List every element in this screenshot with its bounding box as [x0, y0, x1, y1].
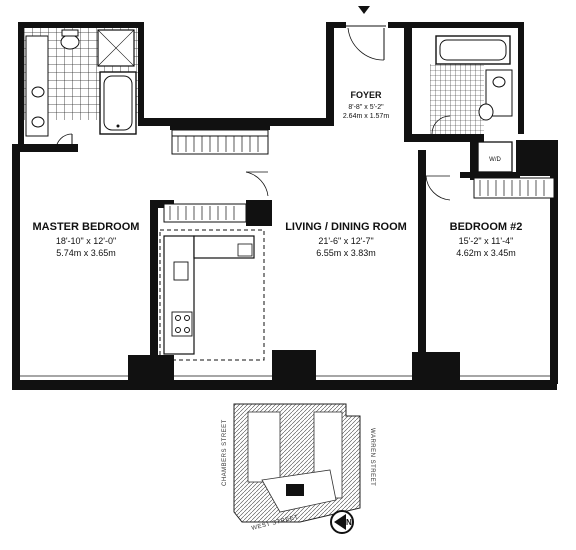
washer-dryer: W/D	[477, 141, 513, 173]
closets	[163, 129, 555, 223]
warren-street-label: WARREN STREET	[369, 428, 375, 486]
vanity	[25, 35, 49, 137]
toilet	[60, 34, 80, 50]
bedroom-2-dim-ft: 15'-2" x 11'-4"	[459, 236, 514, 246]
range	[171, 311, 193, 337]
master-bedroom-dim-m: 5.74m x 3.65m	[56, 248, 116, 258]
entry-door	[346, 25, 386, 61]
master-bath	[24, 28, 138, 151]
washer-dryer-label: W/D	[489, 157, 501, 163]
bedroom-2-name: BEDROOM #2	[450, 221, 523, 233]
room-doors	[245, 171, 451, 201]
column	[272, 350, 316, 390]
unit-highlight	[286, 484, 304, 496]
key-plan: CHAMBERS STREET WARREN STREET WEST STREE…	[222, 403, 375, 534]
foyer-dim-m: 2.64m x 1.57m	[343, 113, 389, 120]
sink	[173, 261, 189, 281]
second-bath	[412, 30, 518, 135]
living-room-name: LIVING / DINING ROOM	[285, 221, 407, 233]
chambers-street-label: CHAMBERS STREET	[222, 419, 228, 486]
foyer-name: FOYER	[350, 90, 382, 100]
north-label: N	[346, 518, 352, 527]
kitchen	[159, 229, 265, 361]
walls	[12, 22, 558, 390]
living-room-dim-ft: 21'-6" x 12'-7"	[318, 236, 373, 246]
foyer-dim-ft: 8'-8" x 5'-2"	[348, 104, 384, 111]
toilet-2	[478, 103, 494, 121]
master-bedroom-name: MASTER BEDROOM	[33, 221, 140, 233]
living-room-dim-m: 6.55m x 3.83m	[316, 248, 376, 258]
north-arrow-icon: N	[330, 510, 354, 534]
master-bedroom-dim-ft: 18'-10" x 12'-0"	[56, 236, 116, 246]
bedroom-2-dim-m: 4.62m x 3.45m	[456, 248, 516, 258]
entry-arrow-icon	[358, 6, 370, 14]
